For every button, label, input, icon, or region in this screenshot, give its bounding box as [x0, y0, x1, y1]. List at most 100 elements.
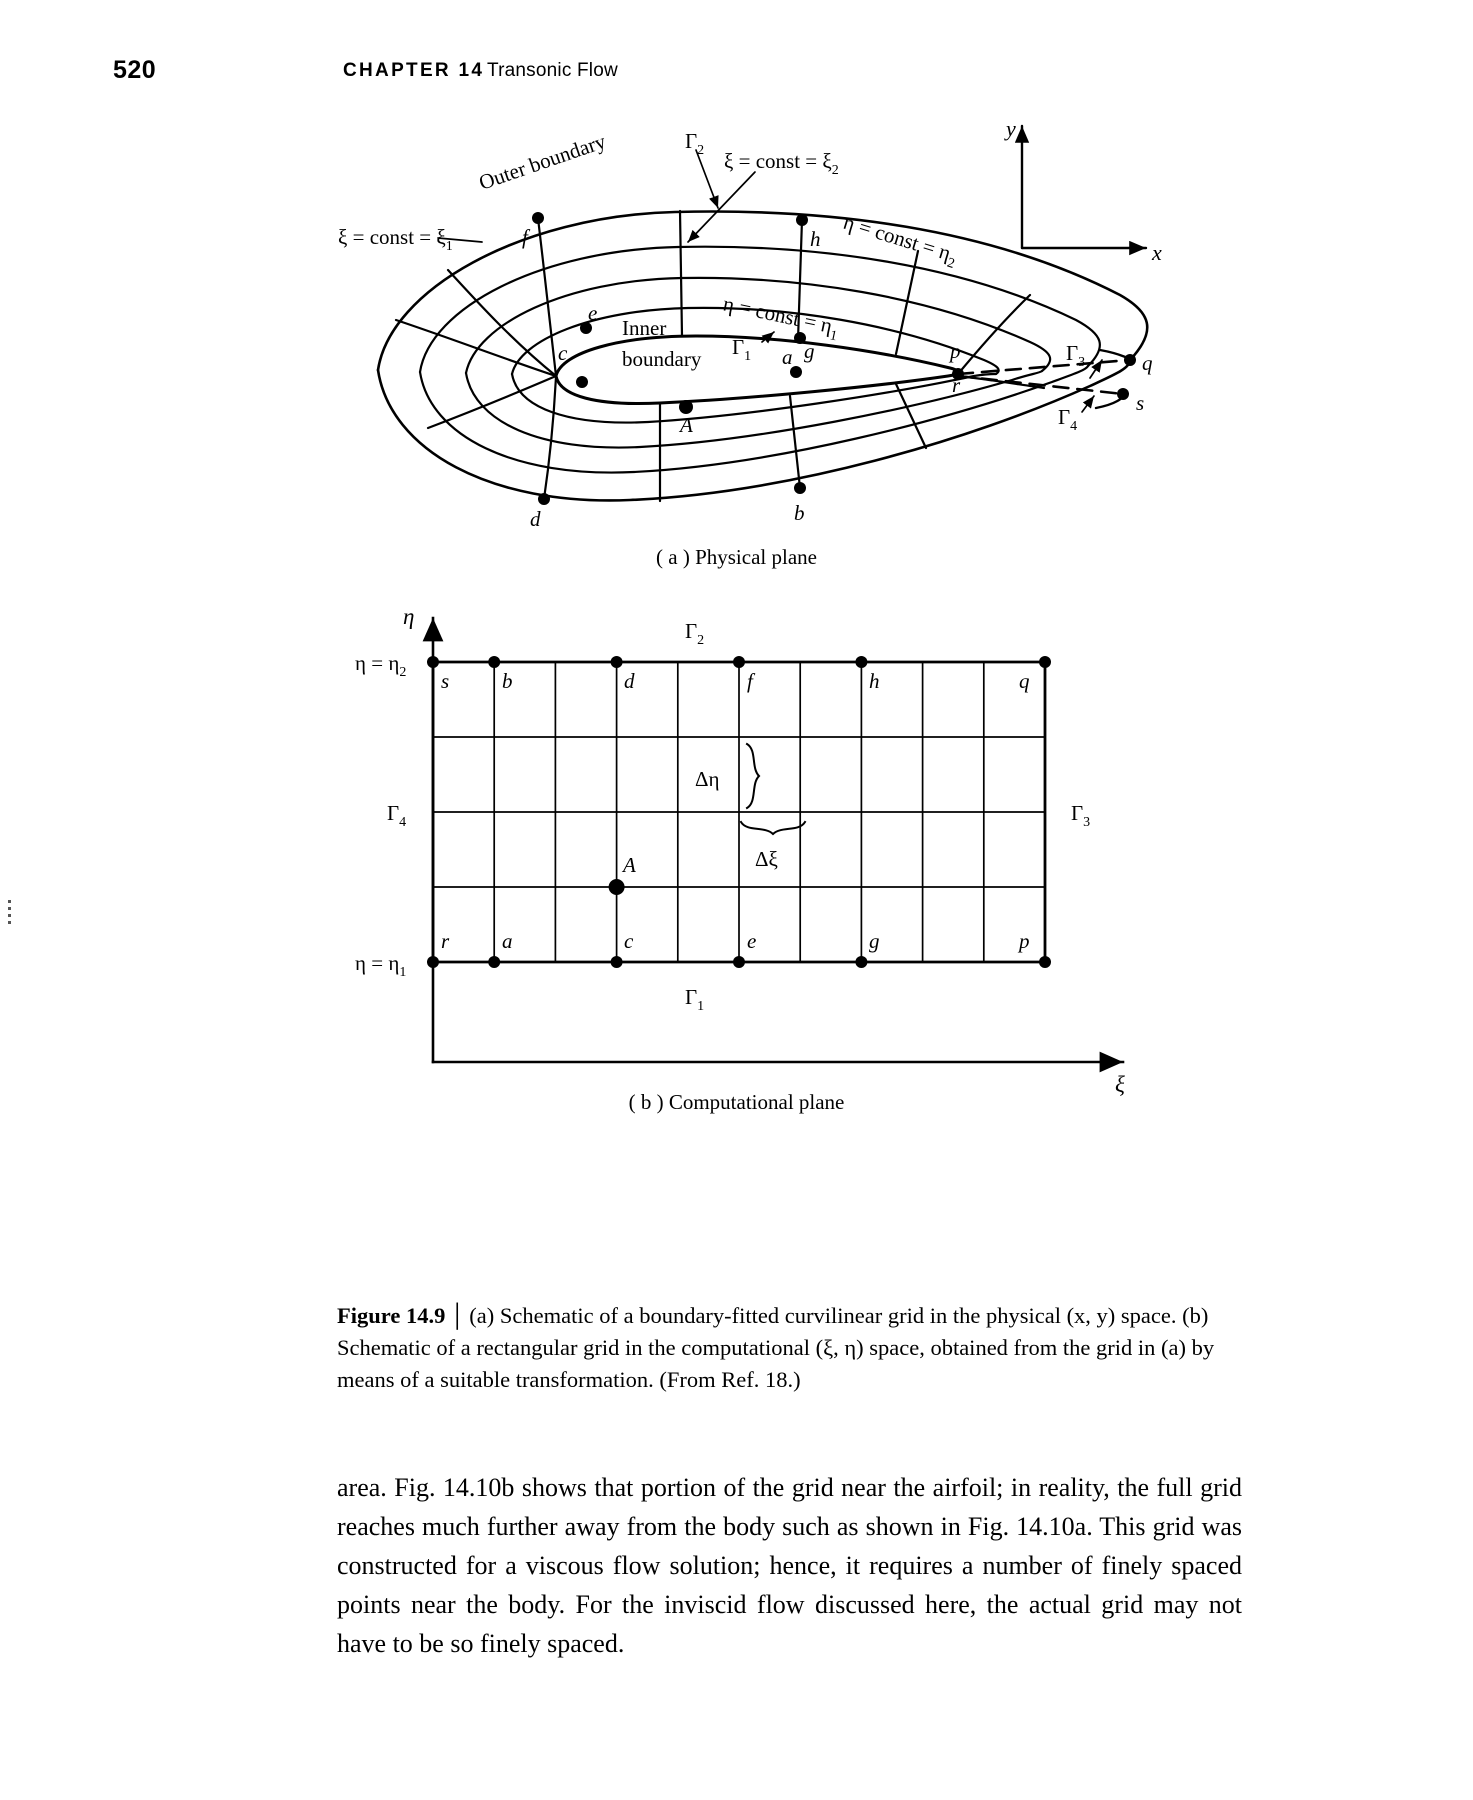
node-dot-d	[538, 493, 550, 505]
delta-eta-brace	[745, 742, 761, 810]
inner-boundary-airfoil-lower	[554, 372, 960, 405]
grid-label-r: r	[441, 929, 450, 953]
figure-caption-text: (a) Schematic of a boundary-fitted curvi…	[337, 1303, 1215, 1392]
grid-dot-r	[427, 956, 439, 968]
grid-node-dots	[427, 656, 1051, 968]
xi-line-h	[796, 218, 804, 342]
eta-shell-3-upper	[464, 276, 1052, 375]
grid-dot-c	[610, 956, 623, 968]
eta-shell-2-lower	[418, 364, 1090, 474]
grid-dot-b	[488, 656, 501, 668]
xi-line-left-b	[394, 318, 558, 378]
eta-shell-3-lower	[464, 369, 1044, 449]
node-dot-p	[952, 368, 964, 380]
body-paragraph: area. Fig. 14.10b shows that portion of …	[337, 1473, 1242, 1658]
grid-dot-s	[427, 656, 439, 668]
node-label-q: q	[1142, 351, 1153, 375]
node-dot-q	[1124, 354, 1136, 366]
label-gamma-1: Γ1	[732, 335, 751, 364]
delta-xi-brace	[739, 820, 807, 836]
leader-gamma4	[1081, 395, 1095, 413]
node-label-c: c	[558, 341, 568, 365]
figure-a-physical-plane: Outer boundary Inner boundary ξ = const …	[330, 120, 1170, 540]
leader-xi1	[437, 237, 483, 243]
node-label-A: A	[678, 413, 693, 437]
label-point-A: A	[621, 853, 636, 877]
physical-plane-svg: Outer boundary Inner boundary ξ = const …	[338, 120, 1162, 531]
grid-dot-p	[1039, 956, 1051, 968]
xi-line-b	[788, 394, 802, 490]
label-eta-axis: η	[403, 604, 414, 629]
grid-label-p: p	[1017, 929, 1030, 953]
node-label-h: h	[810, 227, 821, 251]
label-b-gamma-2: Γ2	[685, 619, 704, 648]
chapter-number: CHAPTER 14	[343, 60, 485, 81]
leader-xi2	[687, 171, 756, 243]
node-label-f: f	[522, 225, 531, 249]
xi-line-lower-right-2	[956, 374, 1046, 390]
node-label-p: p	[948, 339, 961, 363]
node-dot-A	[679, 400, 693, 414]
label-xi-const-1: ξ = const = ξ1	[338, 225, 453, 254]
grid-label-d: d	[624, 669, 635, 693]
figure-caption-label: Figure 14.9	[337, 1303, 446, 1328]
xi-line-upper-right	[894, 249, 920, 356]
label-xi-const-2: ξ = const = ξ2	[724, 149, 839, 178]
grid-dot-a	[488, 956, 501, 968]
xi-line-d	[542, 374, 558, 501]
label-b-gamma-4: Γ4	[387, 801, 406, 830]
node-dot-b	[794, 482, 806, 494]
grid-dot-A	[608, 879, 625, 895]
grid-label-q: q	[1019, 669, 1030, 693]
leader-gamma2	[695, 149, 719, 209]
label-inner-boundary-line2: boundary	[622, 347, 702, 371]
label-eta-const-2: η = const = η2	[839, 210, 960, 272]
label-outer-boundary: Outer boundary	[476, 129, 609, 195]
label-delta-eta: Δη	[695, 767, 720, 791]
grid-label-b: b	[502, 669, 513, 693]
outer-boundary-curve-lower	[376, 358, 1132, 502]
xi-line-lower-a	[426, 374, 558, 430]
node-dot-g	[794, 332, 806, 344]
figure-a-subcaption: ( a ) Physical plane	[656, 545, 817, 569]
crop-mark	[8, 900, 11, 926]
label-eta-equals-eta1: η = η1	[355, 951, 406, 980]
grid-label-a: a	[502, 929, 513, 953]
node-dot-h	[796, 214, 808, 226]
grid-dot-g	[855, 956, 868, 968]
node-dot-a	[790, 366, 802, 378]
label-axis-x: x	[1151, 240, 1162, 265]
grid-label-c: c	[624, 929, 634, 953]
figure-b-computational-plane: η ξ η = η2 η = η1 Γ2 Γ1 Γ4 Γ3	[355, 600, 1155, 1100]
node-label-s: s	[1136, 391, 1144, 415]
figure-b-subcaption: ( b ) Computational plane	[628, 1090, 845, 1114]
wake-cut-upper-gamma3	[956, 358, 1132, 376]
grid-dot-e	[733, 956, 745, 968]
node-label-d: d	[530, 507, 541, 531]
grid-label-s: s	[441, 669, 449, 693]
page-number: 520	[113, 56, 157, 84]
computational-plane-svg: η ξ η = η2 η = η1 Γ2 Γ1 Γ4 Γ3	[355, 604, 1125, 1097]
node-label-e: e	[588, 301, 597, 325]
node-dot-s	[1117, 388, 1129, 400]
label-eta-equals-eta2: η = η2	[355, 651, 406, 680]
grid-dot-d	[610, 656, 623, 668]
node-label-a: a	[782, 345, 793, 369]
inner-boundary-airfoil-upper	[554, 334, 961, 378]
label-b-gamma-3: Γ3	[1071, 801, 1090, 830]
node-dots	[532, 212, 1136, 505]
label-gamma-4: Γ4	[1058, 405, 1077, 434]
xi-line-left-a	[446, 268, 558, 378]
grid-label-h: h	[869, 669, 880, 693]
label-axis-y: y	[1004, 120, 1016, 141]
node-label-g: g	[804, 339, 815, 363]
grid-dot-h	[855, 656, 868, 668]
node-label-r: r	[952, 373, 961, 397]
label-delta-xi: Δξ	[755, 847, 778, 871]
label-inner-boundary-line1: Inner	[622, 316, 666, 340]
chapter-title: Transonic Flow	[487, 60, 618, 81]
label-gamma-2: Γ2	[685, 129, 704, 158]
leader-gamma1	[761, 331, 775, 344]
xi-line-upper-mid	[678, 209, 684, 338]
figure-caption-separator: │	[449, 1303, 466, 1328]
